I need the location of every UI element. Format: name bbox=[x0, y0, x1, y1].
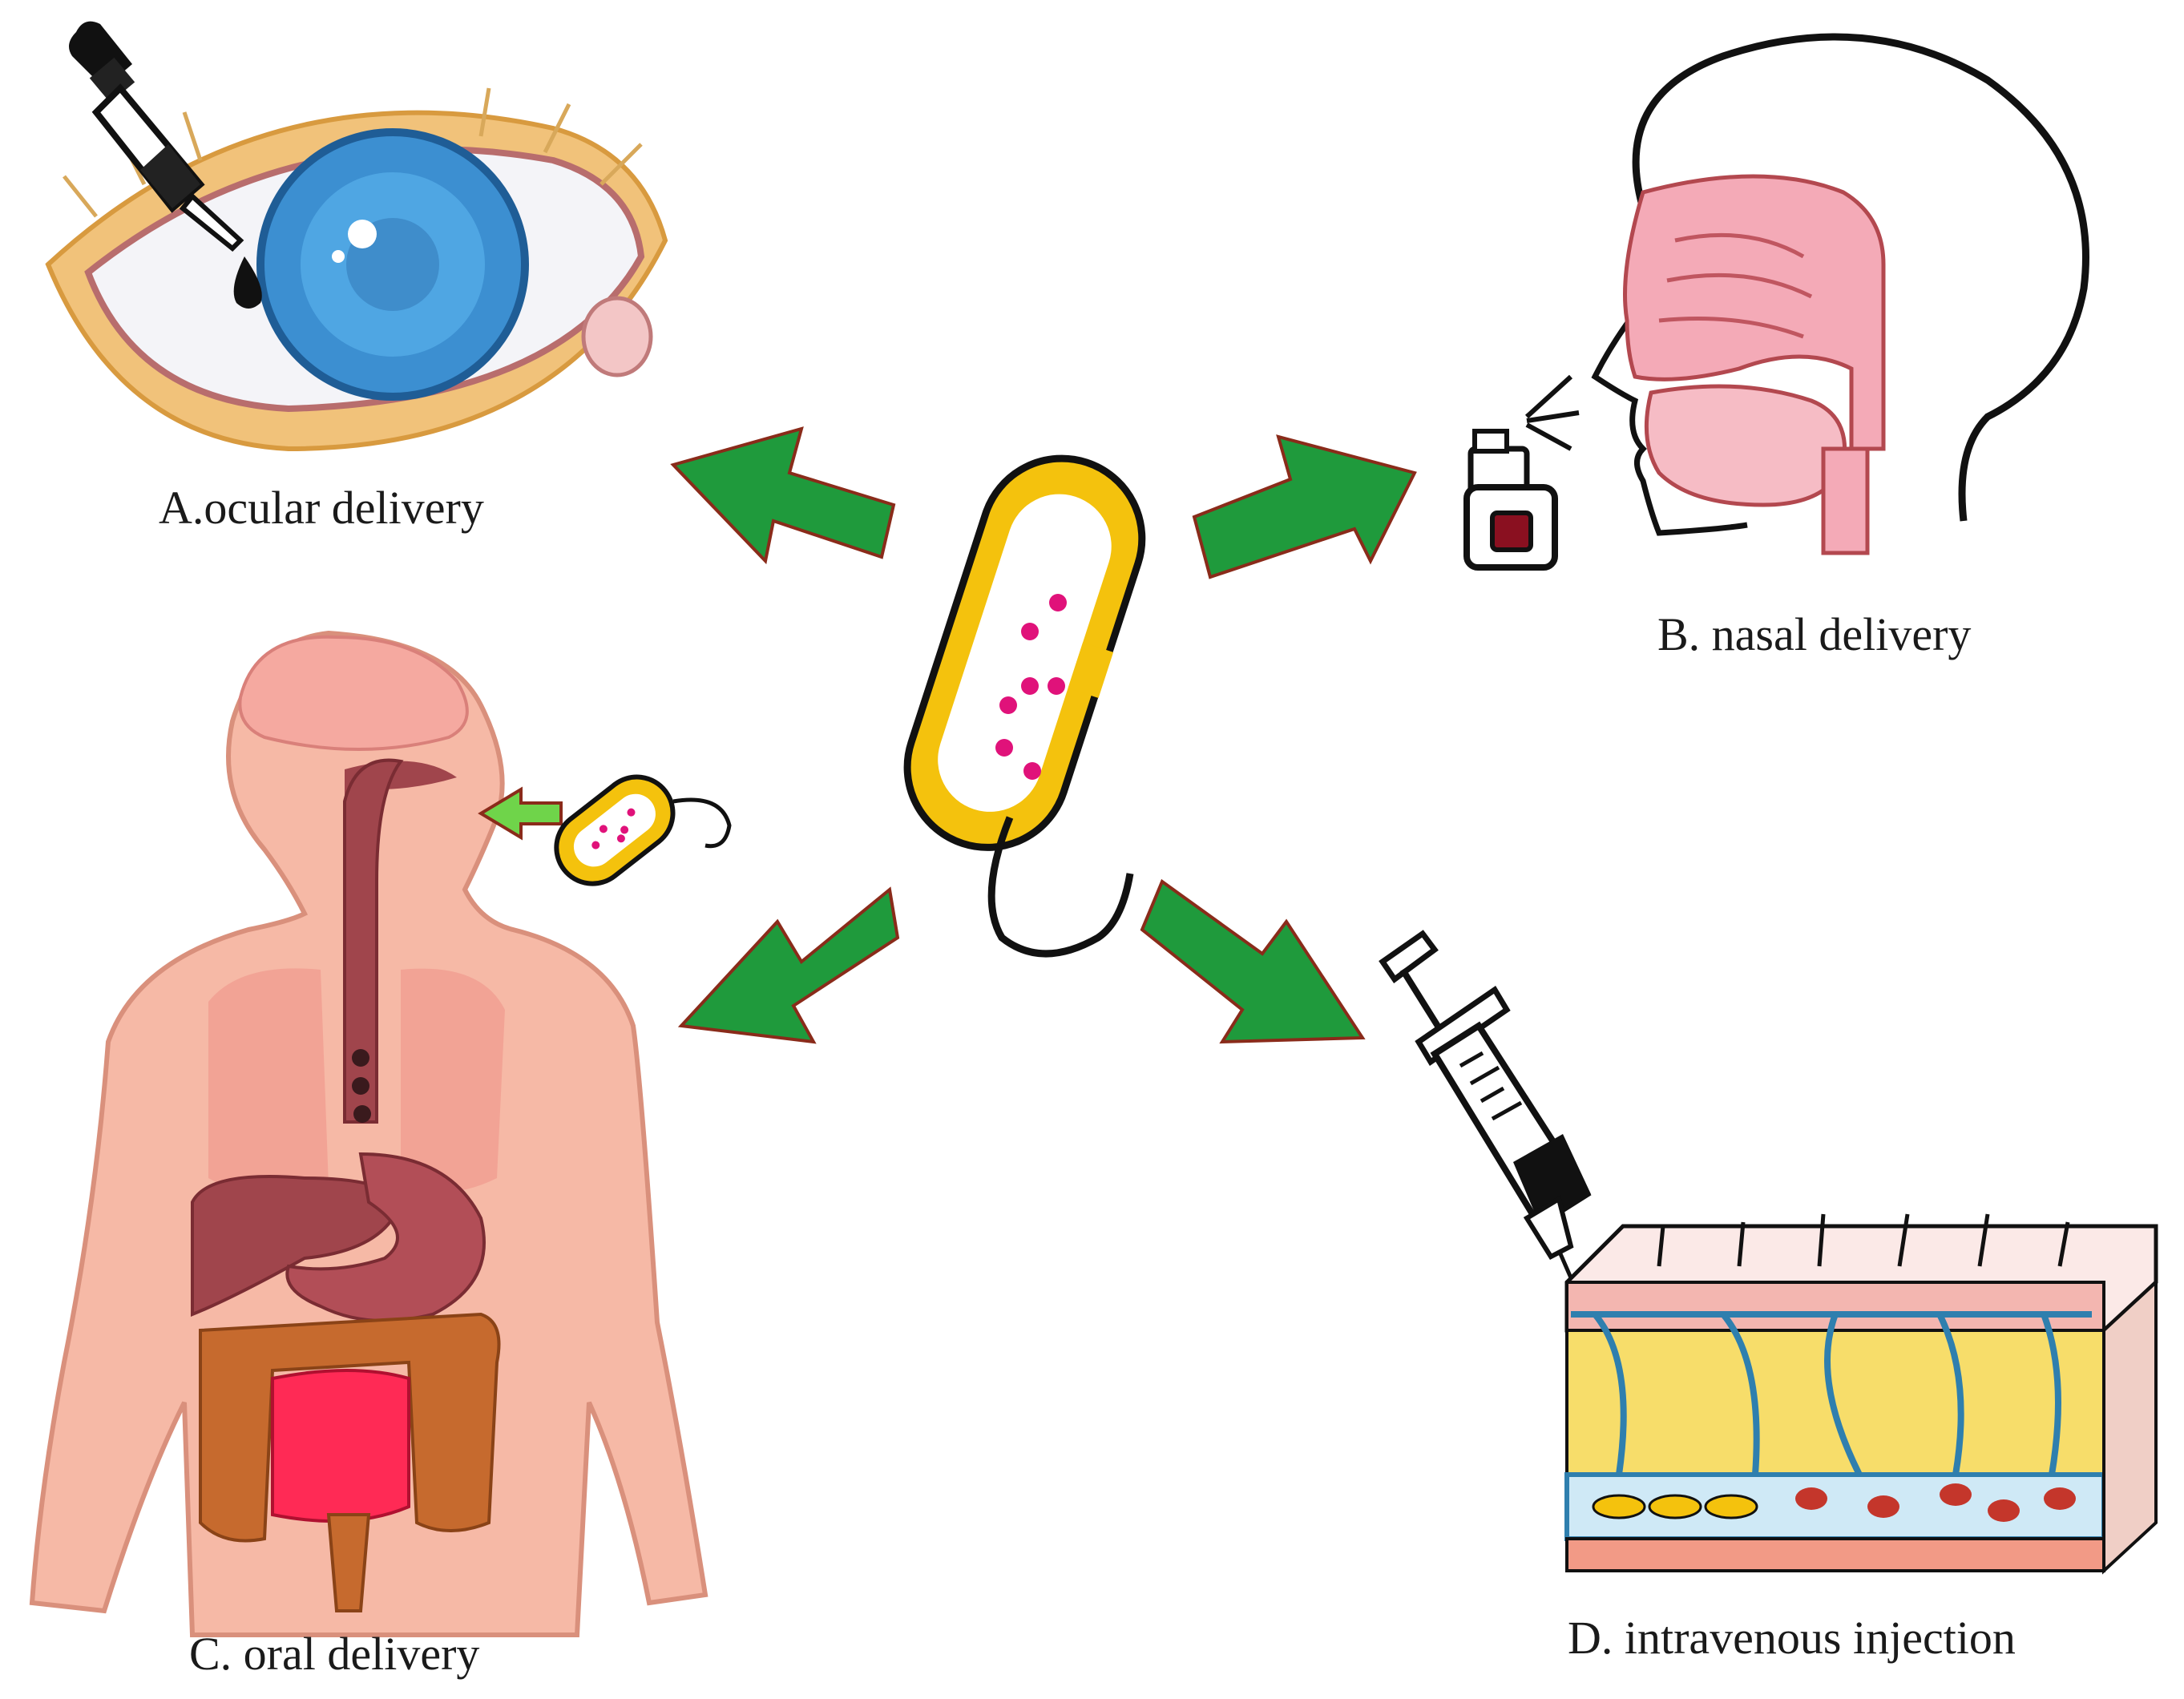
trachea bbox=[1821, 446, 1870, 555]
eye-caruncle bbox=[581, 296, 653, 377]
drop-icon bbox=[233, 256, 262, 309]
brain bbox=[238, 635, 469, 751]
muscle-layer bbox=[1565, 1537, 2105, 1572]
esophagus bbox=[343, 758, 404, 1124]
capillaries bbox=[1571, 1311, 2092, 1476]
food-bolus bbox=[352, 1049, 371, 1123]
injected-bacteria bbox=[1592, 1494, 1758, 1519]
arrow-to-intravenous bbox=[1140, 878, 1366, 1044]
label-oral-delivery: C. oral delivery bbox=[189, 1628, 480, 1680]
skin-cross-section bbox=[1564, 1213, 2158, 1575]
large-intestine bbox=[199, 1312, 501, 1543]
lungs bbox=[208, 968, 505, 1197]
hairs bbox=[1657, 1213, 2070, 1267]
arrow-to-nasal bbox=[1192, 434, 1417, 579]
route-arrows bbox=[670, 426, 1417, 1044]
small-bacterium-icon bbox=[554, 774, 676, 886]
small-bacterium-flagellum bbox=[672, 797, 732, 849]
arrow-to-ocular bbox=[670, 426, 896, 565]
label-ocular-delivery: A.ocular delivery bbox=[159, 482, 484, 534]
nasal-turbinates bbox=[1658, 232, 1813, 339]
syringe-icon bbox=[1379, 930, 1669, 1499]
red-blood-cells bbox=[1795, 1483, 2076, 1522]
blood-vessel bbox=[1564, 1472, 2106, 1541]
stomach bbox=[285, 1152, 486, 1322]
oral-cavity bbox=[1644, 384, 1847, 507]
eye-dropper-icon bbox=[69, 21, 244, 252]
head-outline bbox=[1632, 33, 2089, 522]
small-intestine bbox=[271, 1369, 410, 1523]
body-illustration bbox=[29, 630, 708, 1637]
central-flagellum bbox=[987, 816, 1134, 958]
label-nasal-delivery: B. nasal delivery bbox=[1657, 608, 1972, 660]
central-bacterium-icon bbox=[903, 454, 1146, 958]
oral-intake-arrow bbox=[478, 786, 563, 841]
eye-highlight-small bbox=[332, 250, 345, 263]
payload-dots bbox=[995, 594, 1067, 780]
rectum bbox=[326, 1513, 371, 1612]
nasal-cavity bbox=[1623, 174, 1886, 451]
eye-highlight bbox=[348, 220, 377, 248]
skin-side-face bbox=[2102, 1278, 2158, 1575]
nasal-spray-icon bbox=[1463, 429, 1558, 571]
label-intravenous-injection: D. intravenous injection bbox=[1568, 1612, 2016, 1664]
head-illustration bbox=[1463, 33, 2089, 571]
spray-lines-icon bbox=[1524, 374, 1580, 451]
arrow-to-oral bbox=[677, 886, 900, 1044]
eye-illustration bbox=[45, 21, 668, 452]
